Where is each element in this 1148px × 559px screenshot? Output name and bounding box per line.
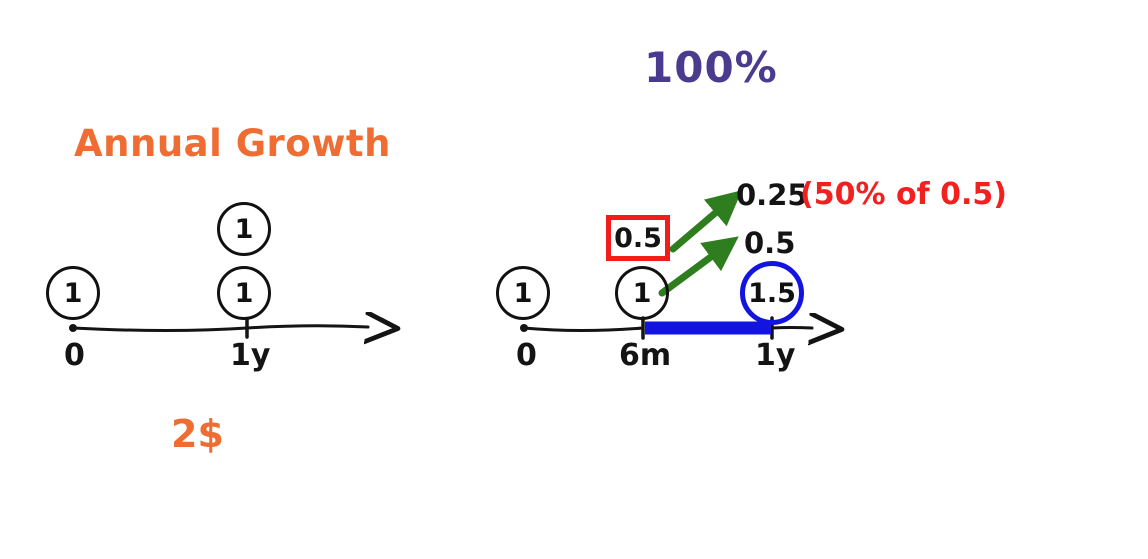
boxed-interest-value: 0.5 bbox=[606, 215, 670, 261]
left-token-1y-lower-value: 1 bbox=[234, 277, 254, 309]
left-axis-origin-dot bbox=[69, 324, 77, 332]
green-arrow-to-05 bbox=[658, 236, 739, 297]
left-token-0-value: 1 bbox=[63, 277, 83, 309]
left-token-1y-upper-value: 1 bbox=[234, 213, 254, 245]
right-token-6m: 1 bbox=[615, 266, 669, 320]
right-axis-label-6m: 6m bbox=[619, 338, 672, 373]
left-axis-group bbox=[69, 319, 368, 337]
callout-value-025: 0.25 bbox=[736, 178, 808, 212]
right-axis-line-seg1 bbox=[522, 326, 645, 332]
right-axis-line-seg2 bbox=[770, 328, 812, 329]
callout-note-50-percent-of-05: (50% of 0.5) bbox=[800, 177, 1007, 212]
left-token-1y-upper: 1 bbox=[217, 202, 271, 256]
right-token-0-value: 1 bbox=[513, 277, 533, 309]
right-token-6m-value: 1 bbox=[632, 277, 652, 309]
right-axis-label-1y: 1y bbox=[755, 338, 796, 373]
right-token-1y-value: 1.5 bbox=[748, 277, 796, 309]
right-token-0: 1 bbox=[496, 266, 550, 320]
right-axis-label-0: 0 bbox=[516, 338, 537, 373]
page-title-annual-growth: Annual Growth bbox=[74, 122, 391, 165]
right-token-1y-highlighted: 1.5 bbox=[740, 261, 804, 325]
boxed-interest-value-text: 0.5 bbox=[614, 222, 662, 254]
right-axis-group bbox=[520, 318, 812, 338]
green-arrow-group bbox=[658, 190, 742, 297]
left-axis-label-1y: 1y bbox=[230, 338, 271, 373]
right-axis-origin-dot bbox=[520, 324, 528, 332]
callout-value-05: 0.5 bbox=[744, 226, 796, 260]
left-total-amount: 2$ bbox=[171, 412, 224, 456]
page-title-rate-100-percent: 100% bbox=[644, 43, 778, 92]
green-arrow-to-025 bbox=[669, 190, 742, 253]
left-axis-line bbox=[71, 326, 368, 331]
left-token-1y-lower: 1 bbox=[217, 266, 271, 320]
left-axis-label-0: 0 bbox=[64, 338, 85, 373]
left-token-0: 1 bbox=[46, 266, 100, 320]
